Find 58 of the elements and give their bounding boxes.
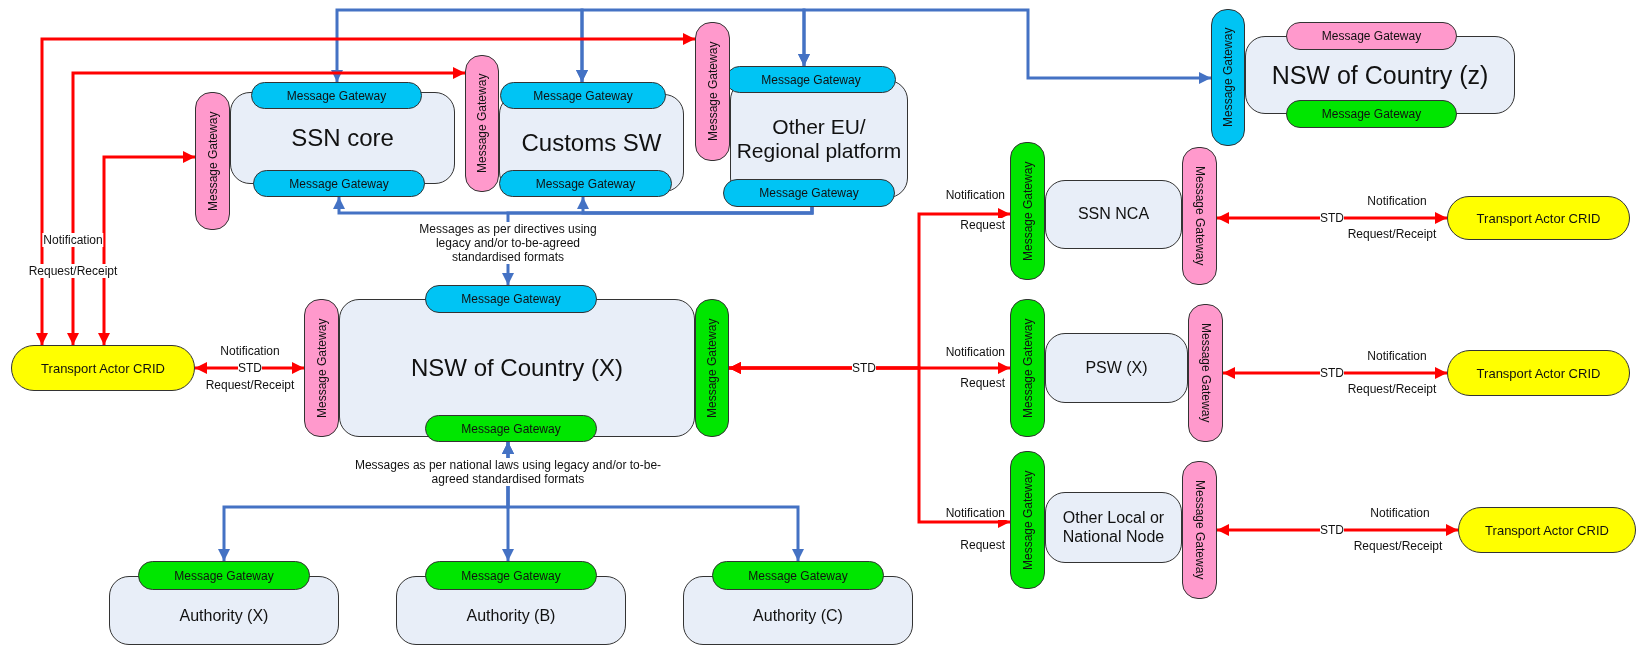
gateway-pill: Message Gateway: [195, 92, 230, 230]
line-annotation: Notification: [1369, 506, 1431, 520]
gateway-pill: Message Gateway: [723, 179, 895, 207]
connector-arrow: [67, 67, 465, 345]
gateway-pill: Message Gateway: [1010, 451, 1045, 589]
edge-label: STD: [1320, 211, 1344, 225]
gateway-pill: Message Gateway: [1182, 147, 1217, 285]
connector-arrow: [195, 362, 304, 374]
connector-arrow: [36, 33, 695, 345]
gateway-pill: Message Gateway: [251, 82, 422, 109]
system-box: SSN NCA: [1045, 180, 1182, 249]
gateway-pill: Message Gateway: [1286, 22, 1457, 50]
gateway-pill: Message Gateway: [138, 561, 310, 590]
line-annotation: Request: [959, 376, 1006, 390]
gateway-pill: Message Gateway: [712, 561, 884, 590]
line-annotation: Request/Receipt: [204, 378, 296, 392]
line-annotation: Notification: [944, 345, 1006, 359]
line-annotation: Notification: [42, 233, 104, 247]
gateway-pill: Message Gateway: [425, 561, 597, 590]
line-annotation: Notification: [944, 506, 1006, 520]
connector-arrow: [798, 8, 1211, 84]
gateway-pill: Message Gateway: [500, 82, 666, 109]
connector-arrow: [502, 442, 804, 561]
gateway-pill: Message Gateway: [1010, 299, 1045, 437]
system-box: Other Local or National Node: [1045, 492, 1182, 563]
gateway-pill: Message Gateway: [465, 55, 499, 192]
gateway-pill: Message Gateway: [1010, 142, 1045, 280]
edge-label: STD: [852, 361, 876, 375]
line-annotation: Notification: [944, 188, 1006, 202]
connector-arrow: [1223, 367, 1447, 379]
line-annotation: Notification: [1366, 194, 1428, 208]
gateway-pill: Message Gateway: [253, 170, 425, 197]
gateway-pill: Message Gateway: [1182, 461, 1217, 599]
gateway-pill: Message Gateway: [425, 285, 597, 313]
line-annotation: Notification: [219, 344, 281, 358]
connector-arrow: [729, 362, 1010, 528]
gateway-pill: Message Gateway: [499, 170, 672, 197]
system-box: PSW (X): [1045, 333, 1188, 403]
line-annotation: Request: [959, 218, 1006, 232]
edge-label: STD: [1320, 523, 1344, 537]
gateway-pill: Message Gateway: [1211, 9, 1245, 146]
connector-arrow: [98, 151, 195, 345]
connector-arrow: [1217, 524, 1458, 536]
line-annotation: Request/Receipt: [27, 264, 119, 278]
line-annotation: Request/Receipt: [1346, 382, 1438, 396]
connector-arrow: [502, 207, 814, 285]
edge-label: STD: [1320, 366, 1344, 380]
gateway-pill: Message Gateway: [1188, 304, 1223, 442]
edge-label: STD: [238, 361, 262, 375]
line-annotation: Notification: [1366, 349, 1428, 363]
line-annotation: Request/Receipt: [1352, 539, 1444, 553]
gateway-pill: Message Gateway: [304, 299, 339, 437]
gateway-pill: Message Gateway: [1286, 100, 1457, 128]
line-annotation: Request/Receipt: [1346, 227, 1438, 241]
gateway-pill: Message Gateway: [695, 299, 729, 437]
connector-arrow: [1217, 212, 1447, 224]
gateway-pill: Message Gateway: [425, 415, 597, 442]
gateway-pill: Message Gateway: [695, 22, 730, 161]
